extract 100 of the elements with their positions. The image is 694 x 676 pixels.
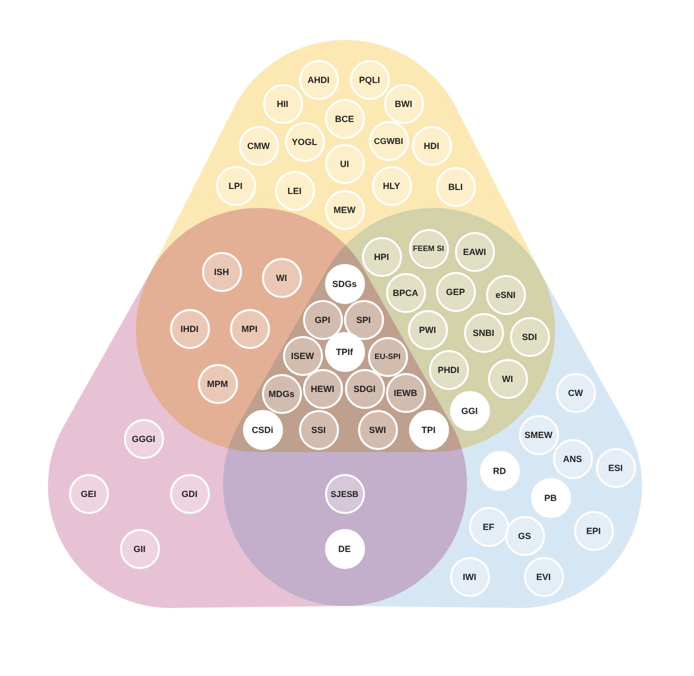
- indicator-circle: [518, 414, 558, 454]
- indicator-circle: [282, 336, 322, 376]
- indicator-label: HEWI: [310, 384, 334, 394]
- indicator-label: HLY: [382, 180, 400, 190]
- indicator-label: CW: [568, 388, 583, 398]
- indicator-circle: [124, 418, 164, 458]
- indicator-circle: [324, 474, 364, 514]
- indicator-circle: [552, 438, 592, 478]
- indicator-label: GGGI: [132, 434, 156, 444]
- indicator-label: CMW: [247, 140, 270, 150]
- indicator-circle: [298, 60, 338, 100]
- indicator-circle: [574, 510, 614, 550]
- indicator-circle: [436, 272, 476, 312]
- indicator-label: SNBI: [472, 328, 494, 338]
- indicator-circle: [274, 170, 314, 210]
- indicator-label: PQLI: [358, 74, 380, 84]
- indicator-circle: [408, 228, 448, 268]
- indicator-label: GII: [133, 544, 146, 554]
- indicator-label: EVI: [536, 572, 551, 582]
- indicator-circle: [284, 122, 324, 162]
- indicator-label: LEI: [287, 186, 302, 196]
- indicator-label: BPCA: [392, 288, 418, 298]
- indicator-label: WI: [276, 272, 287, 282]
- indicator-label: EAWI: [462, 246, 486, 256]
- indicator-circle: [302, 368, 342, 408]
- indicator-circle: [324, 144, 364, 184]
- indicator-circle: [412, 126, 452, 166]
- indicator-label: MEW: [334, 204, 356, 214]
- indicator-label: GEP: [446, 286, 465, 296]
- indicator-circle: [596, 448, 636, 488]
- indicator-label: TPIf: [336, 346, 353, 356]
- indicator-label: GGI: [461, 406, 478, 416]
- indicator-circle: [230, 308, 270, 348]
- indicator-circle: [386, 272, 426, 312]
- indicator-label: eSNI: [495, 290, 516, 300]
- indicator-label: SMEW: [524, 430, 552, 440]
- indicator-circle: [454, 232, 494, 272]
- indicator-label: PWI: [419, 324, 436, 334]
- indicator-label: SJESB: [330, 488, 358, 498]
- indicator-circle: [262, 258, 302, 298]
- indicator-label: CGWBI: [374, 136, 404, 146]
- indicator-label: MPI: [241, 324, 258, 334]
- indicator-label: YOGL: [292, 136, 318, 146]
- indicator-label: SSI: [311, 424, 326, 434]
- indicator-circle: [324, 190, 364, 230]
- indicator-circle: [524, 556, 564, 596]
- indicator-label: ISEW: [290, 350, 314, 360]
- indicator-circle: [324, 98, 364, 138]
- indicator-label: TPI: [421, 424, 436, 434]
- indicator-circle: [384, 84, 424, 124]
- indicator-label: SDGI: [353, 384, 376, 394]
- indicator-label: MDGs: [268, 388, 294, 398]
- indicator-label: GDI: [181, 488, 198, 498]
- indicator-circle: [202, 252, 242, 292]
- indicator-circle: [556, 372, 596, 412]
- indicator-label: AHDI: [308, 74, 330, 84]
- indicator-circle: [386, 372, 426, 412]
- indicator-label: HDI: [424, 140, 440, 150]
- indicator-circle: [302, 300, 342, 340]
- indicator-circle: [170, 308, 210, 348]
- indicator-circle: [368, 120, 408, 160]
- indicator-circle: [468, 506, 508, 546]
- indicator-label: BWI: [394, 98, 412, 108]
- indicator-circle: [262, 84, 302, 124]
- indicator-circle: [350, 60, 390, 100]
- indicator-circle: [450, 556, 490, 596]
- indicator-circle: [510, 316, 550, 356]
- indicator-circle: [120, 528, 160, 568]
- indicator-circle: [428, 350, 468, 390]
- indicator-label: SDI: [522, 332, 537, 342]
- indicator-label: ANS: [562, 454, 582, 464]
- indicator-circle: [436, 166, 476, 206]
- indicator-label: ESI: [608, 462, 623, 472]
- indicator-circle: [362, 236, 402, 276]
- indicator-circle: [504, 516, 544, 556]
- indicator-label: LPI: [228, 180, 242, 190]
- indicator-label: HII: [276, 98, 288, 108]
- indicator-label: DE: [338, 544, 351, 554]
- indicator-label: HPI: [374, 252, 389, 262]
- indicator-label: BCE: [334, 114, 354, 124]
- indicator-label: MPM: [207, 378, 228, 388]
- indicator-label: SPI: [356, 314, 371, 324]
- indicator-circle: [486, 274, 526, 314]
- indicator-circle: [298, 410, 338, 450]
- indicator-label: GS: [518, 530, 531, 540]
- indicator-circle: [344, 368, 384, 408]
- indicator-label: SWI: [369, 424, 386, 434]
- indicator-circle: [238, 126, 278, 166]
- indicator-label: IEWB: [394, 388, 418, 398]
- indicator-circle: [368, 336, 408, 376]
- indicator-circle: [372, 166, 412, 206]
- indicator-label: PHDI: [438, 364, 460, 374]
- indicator-circle: [68, 474, 108, 514]
- indicator-label: RD: [493, 466, 506, 476]
- indicator-circle: [488, 358, 528, 398]
- indicator-label: ISH: [214, 266, 229, 276]
- indicator-circle: [408, 310, 448, 350]
- indicator-circle: [216, 166, 256, 206]
- indicator-label: UI: [340, 158, 349, 168]
- indicator-label: IHDI: [180, 324, 198, 334]
